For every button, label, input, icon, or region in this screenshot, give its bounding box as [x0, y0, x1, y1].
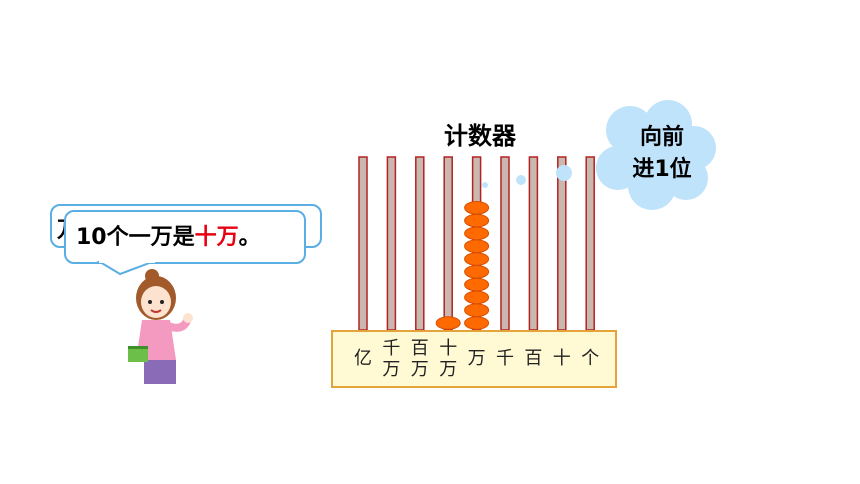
speech-highlight: 十万: [194, 225, 239, 250]
abacus-beads: [435, 201, 490, 330]
place-label-char: 百: [524, 348, 543, 369]
place-label: 十: [549, 348, 575, 369]
place-label-char: 亿: [354, 348, 372, 369]
place-label: 百万: [407, 338, 433, 380]
place-label: 十万: [435, 338, 461, 380]
place-label-char: 万: [382, 359, 401, 380]
cloud-dot-medium: [516, 175, 526, 185]
place-label: 百: [520, 348, 546, 369]
place-label-char: 万: [410, 359, 429, 380]
place-label-char: 百: [410, 338, 429, 359]
abacus-title: 计数器: [444, 122, 516, 150]
cloud-dot-large: [556, 165, 572, 181]
girl-illustration: [128, 269, 193, 384]
place-label-char: 十: [552, 348, 571, 369]
place-label-char: 万: [467, 348, 486, 369]
place-label: 千: [492, 348, 518, 369]
place-label: 千万: [378, 338, 404, 380]
cloud-dot-small: [482, 182, 488, 188]
cloud-line-2: 进1位: [632, 157, 692, 182]
place-label-char: 千: [382, 338, 401, 359]
abacus-base: [331, 330, 617, 388]
speech-prefix: 10个一万是: [76, 225, 195, 250]
cloud-line-1: 向前: [639, 125, 684, 150]
speech-bubble-text: 10个一万是十万。: [76, 219, 261, 251]
abacus-bead: [464, 201, 490, 215]
place-label-char: 千: [496, 348, 514, 369]
speech-bubble: [64, 210, 306, 264]
place-label: 亿: [350, 348, 376, 369]
place-label-char: 万: [439, 359, 458, 380]
place-label: 个: [577, 348, 603, 369]
abacus-bead: [435, 316, 461, 330]
place-label-char: 个: [581, 348, 600, 369]
place-label: 万: [464, 348, 490, 369]
cloud-text: 向前 进1位: [616, 122, 708, 186]
thought-cloud: [482, 100, 716, 210]
speech-suffix: 。: [238, 225, 261, 250]
place-label-char: 十: [439, 338, 458, 359]
